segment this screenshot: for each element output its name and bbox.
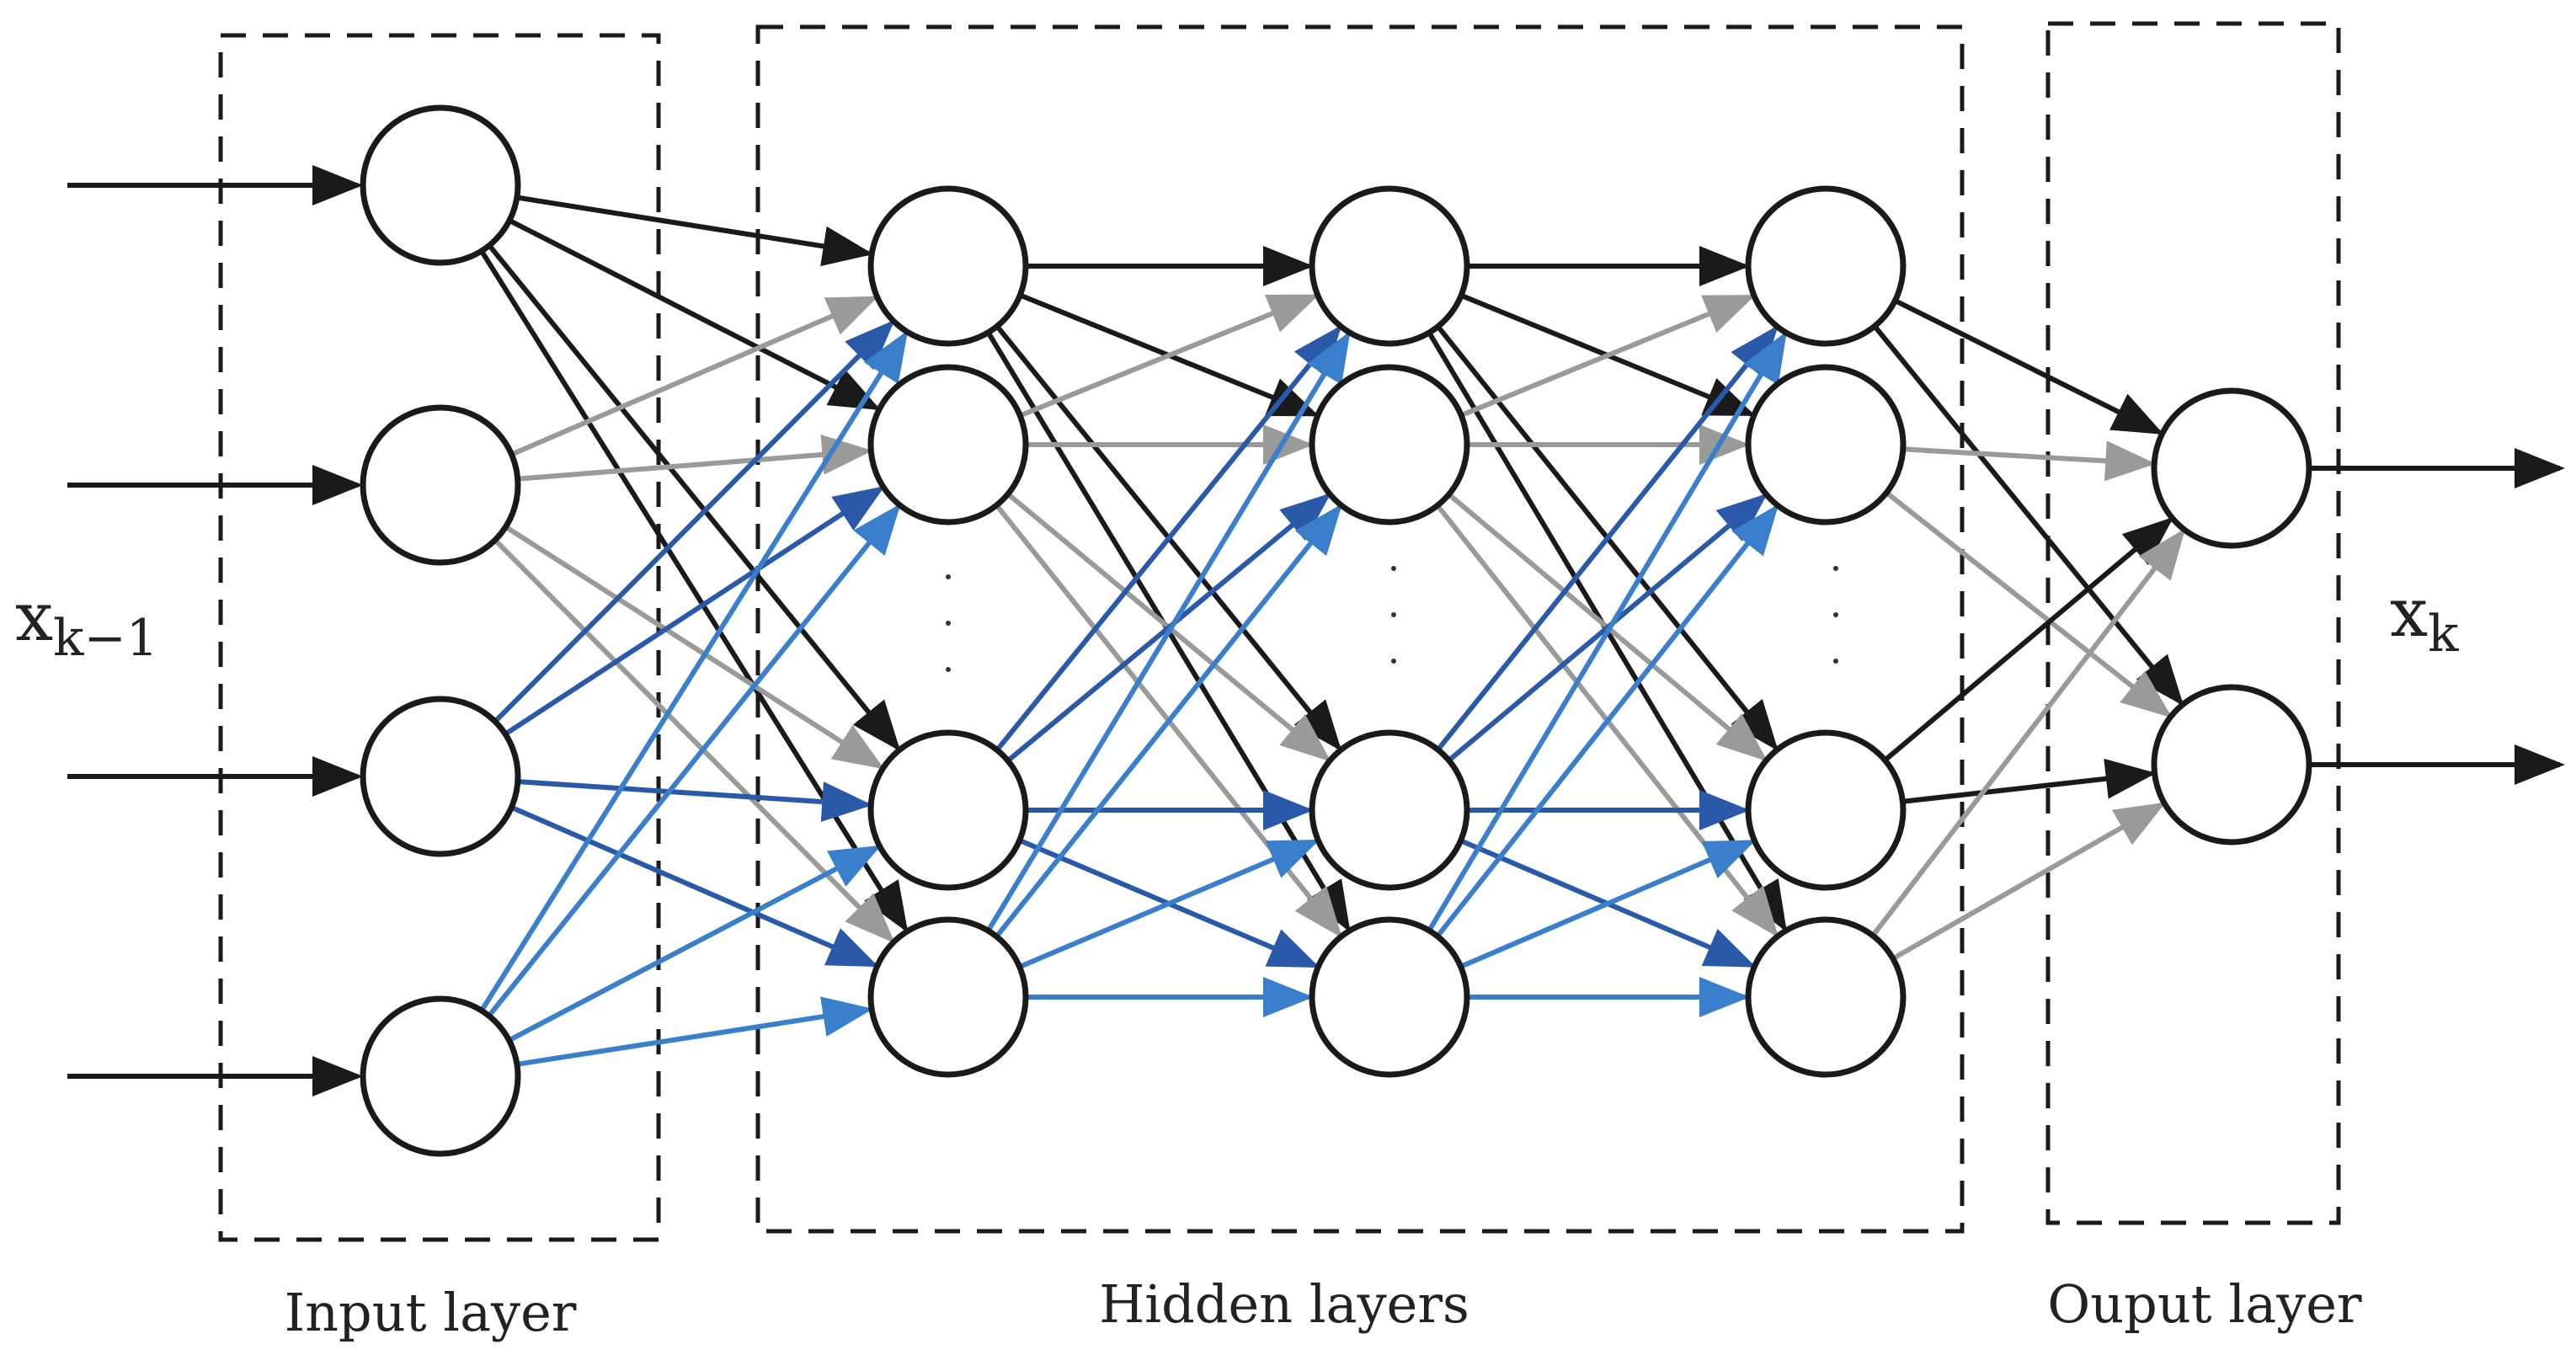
ellipsis-dot <box>946 667 951 672</box>
connection-edge <box>1902 440 2157 482</box>
hidden-2-neuron <box>1309 364 1470 525</box>
connection-edge <box>1427 331 1787 932</box>
ellipsis-dot <box>1833 659 1838 664</box>
connection-edge <box>516 996 874 1067</box>
connection-edge <box>1891 802 2166 961</box>
hidden-2-neuron <box>1309 729 1470 891</box>
connection-edge <box>508 218 881 411</box>
connection-edge <box>493 538 895 944</box>
output-neuron <box>2151 387 2312 549</box>
ellipsis-dot <box>1833 612 1838 617</box>
ellipsis-dot <box>1391 659 1396 664</box>
input-variable-subscript: k−1 <box>53 609 158 668</box>
connection-edge <box>510 296 879 457</box>
connection-edges <box>479 195 2186 1067</box>
hidden-3-neuron <box>1745 364 1907 525</box>
connection-edge <box>517 779 873 822</box>
connection-edge <box>1019 294 1320 419</box>
output-variable-main: x <box>2390 573 2428 652</box>
connection-edge <box>508 845 882 1043</box>
connection-edge <box>487 504 901 1018</box>
input-neuron <box>360 995 521 1157</box>
ellipsis-dot <box>1391 566 1396 571</box>
connection-edge <box>1435 504 1779 938</box>
connection-edge <box>1894 298 2164 435</box>
connection-edge <box>995 504 1342 938</box>
connection-edge <box>1883 516 2174 762</box>
hidden-1-neuron <box>867 185 1029 347</box>
ellipsis-dot <box>946 574 951 579</box>
input-variable-label: xk−1 <box>15 578 158 668</box>
connection-edge <box>1018 839 1320 969</box>
connection-edge <box>1902 758 2157 804</box>
ellipsis-dot <box>946 621 951 626</box>
ellipsis-dots <box>946 566 1838 672</box>
hidden-layers-caption: Hidden layers <box>1099 1273 1469 1335</box>
connection-edge <box>1459 840 1757 969</box>
connection-edge <box>1872 324 2184 707</box>
input-layer-caption: Input layer <box>285 1282 577 1343</box>
connection-edge <box>1885 490 2173 718</box>
hidden-1-neuron <box>867 364 1029 525</box>
connection-edge <box>487 243 901 752</box>
output-layer-box <box>2045 21 2341 1225</box>
connection-edge <box>1870 528 2186 937</box>
output-variable-label: xk <box>2390 573 2459 664</box>
output-layer-caption: Ouput layer <box>2047 1273 2362 1335</box>
hidden-2-neuron <box>1309 916 1470 1078</box>
output-neuron <box>2151 684 2312 846</box>
connection-edge <box>504 486 885 737</box>
hidden-3-neuron <box>1745 916 1907 1078</box>
hidden-layers-box <box>755 24 1965 1234</box>
ellipsis-dot <box>1833 566 1838 571</box>
connection-edge <box>995 324 1342 752</box>
input-neuron <box>360 104 521 266</box>
connection-edge <box>493 319 895 723</box>
hidden-1-neuron <box>867 729 1029 891</box>
neurons <box>360 104 2312 1157</box>
io-arrows <box>67 165 2565 1096</box>
connection-edge <box>479 330 909 1012</box>
hidden-2-neuron <box>1309 185 1470 347</box>
connection-edge <box>1436 325 1779 752</box>
output-variable-subscript: k <box>2428 605 2459 664</box>
connection-edge <box>504 525 885 770</box>
connection-edge <box>1447 493 1768 763</box>
hidden-1-neuron <box>867 916 1029 1078</box>
hidden-3-neuron <box>1745 729 1907 891</box>
ellipsis-dot <box>1391 612 1396 617</box>
hidden-3-neuron <box>1745 185 1907 347</box>
connection-edge <box>510 804 879 968</box>
input-neuron <box>360 404 521 566</box>
connection-edge <box>517 434 873 482</box>
connection-edge <box>1459 294 1756 418</box>
input-neuron <box>360 696 521 857</box>
input-layer-box <box>218 33 661 1242</box>
connection-edge <box>985 331 1351 932</box>
connection-edge <box>516 195 874 267</box>
connection-edge <box>1005 493 1331 763</box>
input-variable-main: x <box>15 578 53 656</box>
